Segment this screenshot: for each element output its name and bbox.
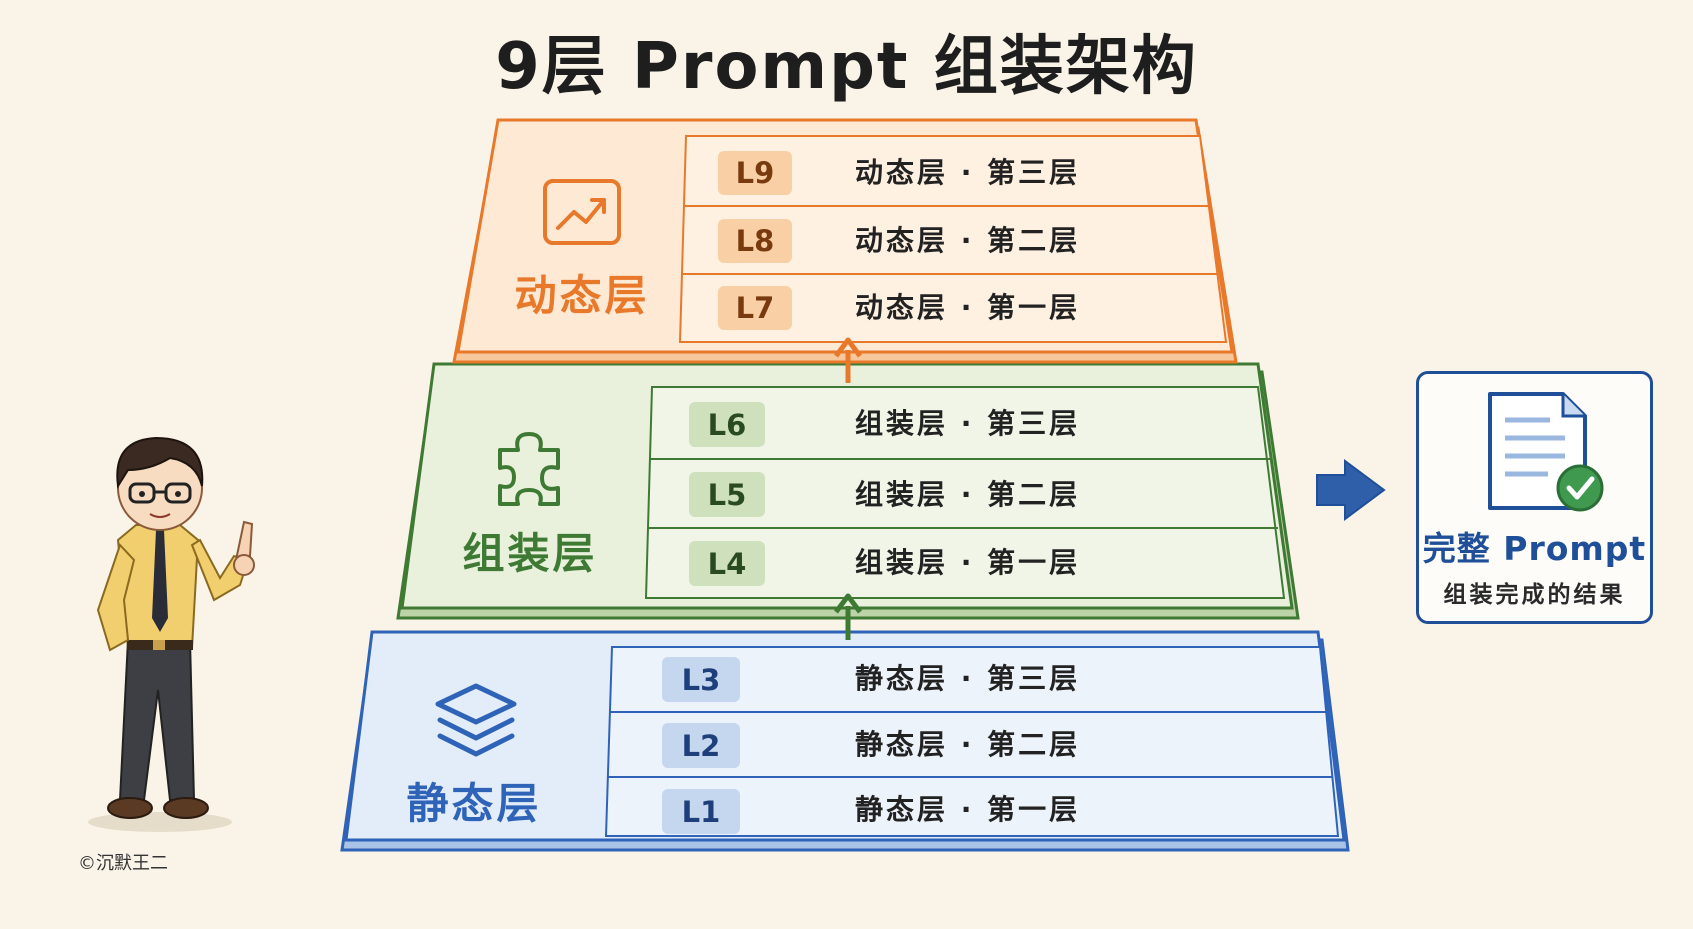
layer-description: 动态层 · 第二层 (855, 224, 1081, 257)
dynamic-tier-block (452, 118, 1238, 364)
layer-label-badge: L1 (662, 789, 740, 834)
up-arrow-icon (834, 593, 862, 640)
trend-chart-icon (543, 179, 621, 245)
up-arrow-icon (834, 337, 862, 383)
tier-name: 静态层 (406, 779, 542, 828)
layer-label-badge: L5 (689, 472, 765, 517)
result-subtitle: 组装完成的结果 (1443, 582, 1626, 608)
layer-description: 静态层 · 第三层 (855, 662, 1081, 695)
layer-label-badge: L8 (718, 219, 792, 263)
result-title: 完整 Prompt (1422, 529, 1647, 568)
layer-label-badge: L9 (718, 151, 792, 195)
layer-description: 组装层 · 第一层 (855, 546, 1081, 579)
author-credit: ©沉默王二 (78, 853, 168, 874)
layer-description: 组装层 · 第三层 (855, 407, 1081, 440)
layer-label-badge: L2 (662, 723, 740, 768)
document-check-icon (1488, 392, 1604, 512)
puzzle-piece-icon (498, 432, 560, 506)
layer-label-badge: L7 (718, 286, 792, 330)
layer-description: 动态层 · 第三层 (855, 156, 1081, 189)
page-title: 9层 Prompt 组装架构 (495, 30, 1198, 104)
layer-description: 组装层 · 第二层 (855, 478, 1081, 511)
assembly-tier-block (396, 362, 1300, 620)
tier-name: 动态层 (514, 271, 650, 320)
layer-label-badge: L3 (662, 657, 740, 702)
layer-description: 静态层 · 第二层 (855, 728, 1081, 761)
layer-label-badge: L4 (689, 541, 765, 586)
layer-label-badge: L6 (689, 402, 765, 447)
static-tier-block (340, 630, 1350, 852)
character-illustration (88, 436, 255, 832)
right-arrow-icon (1316, 459, 1386, 521)
layer-description: 静态层 · 第一层 (855, 793, 1081, 826)
layers-stack-icon (435, 683, 517, 757)
tier-name: 组装层 (462, 529, 598, 578)
layer-description: 动态层 · 第一层 (855, 291, 1081, 324)
